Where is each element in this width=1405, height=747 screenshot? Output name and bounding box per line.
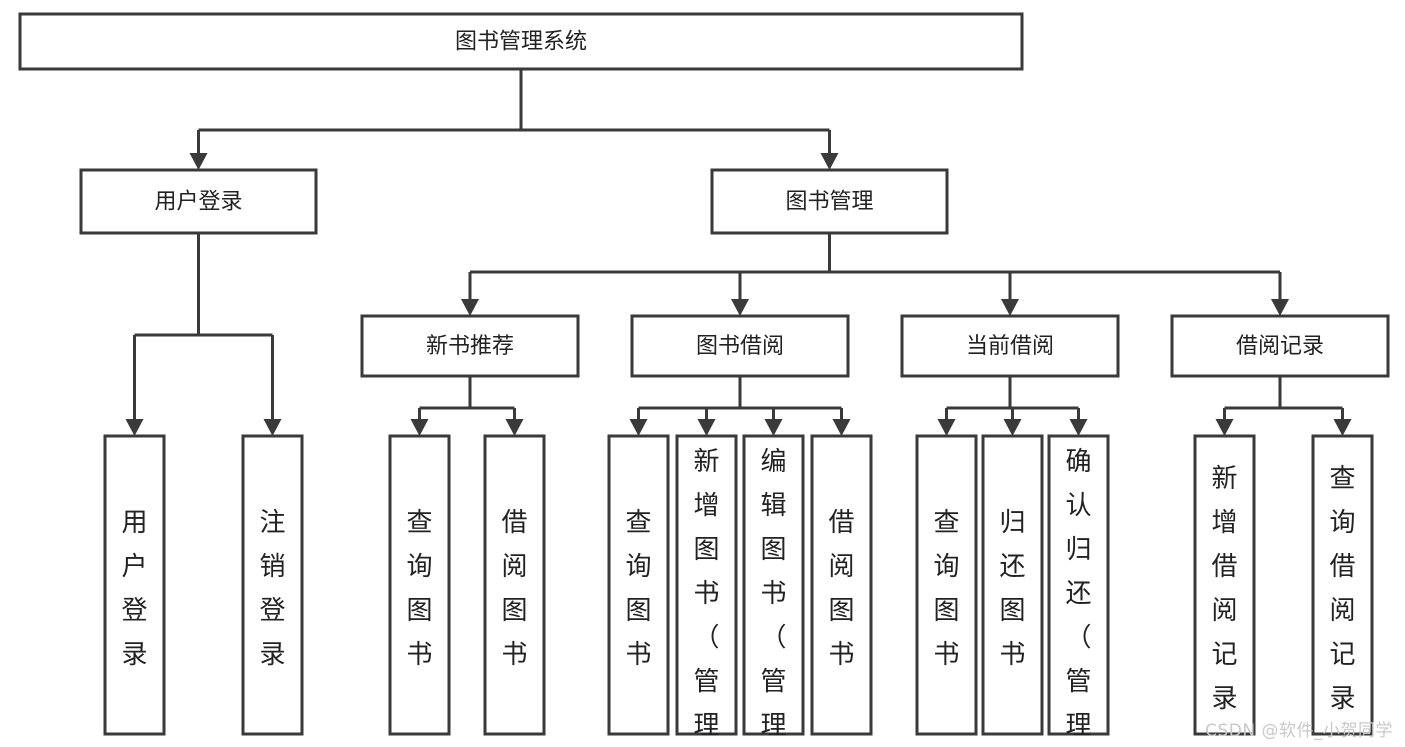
node-label: 新增图书（管理员） bbox=[693, 447, 719, 747]
node-label: 编辑图书（管理员） bbox=[760, 447, 786, 747]
arrow-head-icon bbox=[832, 419, 851, 436]
arrow-head-icon bbox=[1271, 299, 1289, 316]
arrow-head-icon bbox=[697, 419, 716, 436]
node-current-borrow[interactable]: 当前借阅 bbox=[900, 314, 1120, 378]
node-book-borrow[interactable]: 图书借阅 bbox=[630, 314, 850, 378]
connector-group-root bbox=[189, 69, 839, 170]
node-leaf-query-book-3[interactable]: 查询图书 bbox=[915, 434, 978, 736]
node-book-manage[interactable]: 图书管理 bbox=[710, 168, 949, 235]
arrow-head-icon bbox=[189, 153, 208, 170]
arrow-head-icon bbox=[937, 419, 956, 436]
node-box[interactable] bbox=[1193, 434, 1256, 736]
node-box[interactable] bbox=[981, 434, 1044, 736]
arrow-head-icon bbox=[1001, 299, 1019, 316]
node-label: 查询图书 bbox=[625, 508, 651, 670]
node-root[interactable]: 图书管理系统 bbox=[18, 12, 1024, 71]
node-label: 确认归还（管理员） bbox=[1065, 447, 1091, 747]
arrow-head-icon bbox=[263, 419, 282, 436]
node-box[interactable] bbox=[1047, 434, 1110, 736]
node-borrow-record[interactable]: 借阅记录 bbox=[1170, 314, 1390, 378]
node-label: 归还图书 bbox=[999, 508, 1025, 670]
connector-group-borrow-record bbox=[1215, 376, 1352, 436]
node-leaf-query-record[interactable]: 查询借阅记录 bbox=[1311, 434, 1374, 736]
node-leaf-add-record[interactable]: 新增借阅记录 bbox=[1193, 434, 1256, 736]
node-leaf-return-book[interactable]: 归还图书 bbox=[981, 434, 1044, 736]
node-box[interactable] bbox=[915, 434, 978, 736]
arrow-head-icon bbox=[1333, 419, 1352, 436]
node-label: 借阅图书 bbox=[501, 508, 527, 670]
connector-group-new-book-rec bbox=[410, 376, 524, 436]
node-box[interactable] bbox=[18, 12, 1024, 71]
node-box[interactable] bbox=[630, 314, 850, 378]
node-leaf-confirm-return[interactable]: 确认归还（管理员） bbox=[1047, 434, 1110, 747]
node-label: 查询图书 bbox=[406, 508, 432, 670]
arrow-head-icon bbox=[731, 299, 749, 316]
node-label: 图书管理系统 bbox=[455, 30, 587, 55]
node-label: 查询图书 bbox=[933, 508, 959, 670]
node-leaf-query-book-1[interactable]: 查询图书 bbox=[388, 434, 451, 736]
arrow-head-icon bbox=[125, 419, 144, 436]
node-box[interactable] bbox=[1170, 314, 1390, 378]
arrow-head-icon bbox=[410, 419, 429, 436]
node-label: 用户登录 bbox=[121, 508, 147, 670]
node-leaf-borrow-book-1[interactable]: 借阅图书 bbox=[483, 434, 546, 736]
node-box[interactable] bbox=[483, 434, 546, 736]
node-box[interactable] bbox=[742, 434, 805, 736]
arrow-head-icon bbox=[820, 153, 839, 170]
node-box[interactable] bbox=[710, 168, 949, 235]
node-label: 借阅图书 bbox=[828, 508, 854, 670]
arrow-head-icon bbox=[505, 419, 524, 436]
node-box[interactable] bbox=[1311, 434, 1374, 736]
node-label: 用户登录 bbox=[154, 190, 242, 215]
node-layer: 图书管理系统用户登录图书管理新书推荐图书借阅当前借阅借阅记录用户登录注销登录查询… bbox=[18, 12, 1390, 747]
node-box[interactable] bbox=[360, 314, 580, 378]
node-label: 查询借阅记录 bbox=[1329, 464, 1355, 714]
node-leaf-user-logout[interactable]: 注销登录 bbox=[241, 434, 304, 736]
node-new-book-rec[interactable]: 新书推荐 bbox=[360, 314, 580, 378]
node-box[interactable] bbox=[900, 314, 1120, 378]
node-leaf-query-book-2[interactable]: 查询图书 bbox=[607, 434, 670, 736]
node-box[interactable] bbox=[607, 434, 670, 736]
connector-layer bbox=[125, 69, 1352, 436]
node-box[interactable] bbox=[388, 434, 451, 736]
node-leaf-user-login[interactable]: 用户登录 bbox=[103, 434, 166, 736]
arrow-head-icon bbox=[764, 419, 783, 436]
node-label: 借阅记录 bbox=[1236, 334, 1324, 359]
arrow-head-icon bbox=[1003, 419, 1022, 436]
node-leaf-add-book[interactable]: 新增图书（管理员） bbox=[675, 434, 738, 747]
arrow-head-icon bbox=[629, 419, 648, 436]
node-label: 图书管理 bbox=[785, 190, 873, 215]
node-leaf-borrow-book-2[interactable]: 借阅图书 bbox=[810, 434, 873, 736]
node-box[interactable] bbox=[79, 168, 318, 235]
connector-group-user-login bbox=[125, 233, 282, 436]
node-box[interactable] bbox=[810, 434, 873, 736]
node-label: 新书推荐 bbox=[426, 334, 514, 359]
arrow-head-icon bbox=[1215, 419, 1234, 436]
node-label: 注销登录 bbox=[259, 508, 285, 670]
node-leaf-edit-book[interactable]: 编辑图书（管理员） bbox=[742, 434, 805, 747]
connector-group-book-manage bbox=[461, 233, 1289, 316]
node-box[interactable] bbox=[675, 434, 738, 736]
arrow-head-icon bbox=[461, 299, 479, 316]
node-label: 图书借阅 bbox=[696, 334, 784, 359]
arrow-head-icon bbox=[1069, 419, 1088, 436]
node-label: 当前借阅 bbox=[966, 334, 1054, 359]
node-box[interactable] bbox=[103, 434, 166, 736]
node-user-login[interactable]: 用户登录 bbox=[79, 168, 318, 235]
connector-group-book-borrow bbox=[629, 376, 851, 436]
node-label: 新增借阅记录 bbox=[1211, 464, 1237, 714]
connector-group-current-borrow bbox=[937, 376, 1088, 436]
node-box[interactable] bbox=[241, 434, 304, 736]
